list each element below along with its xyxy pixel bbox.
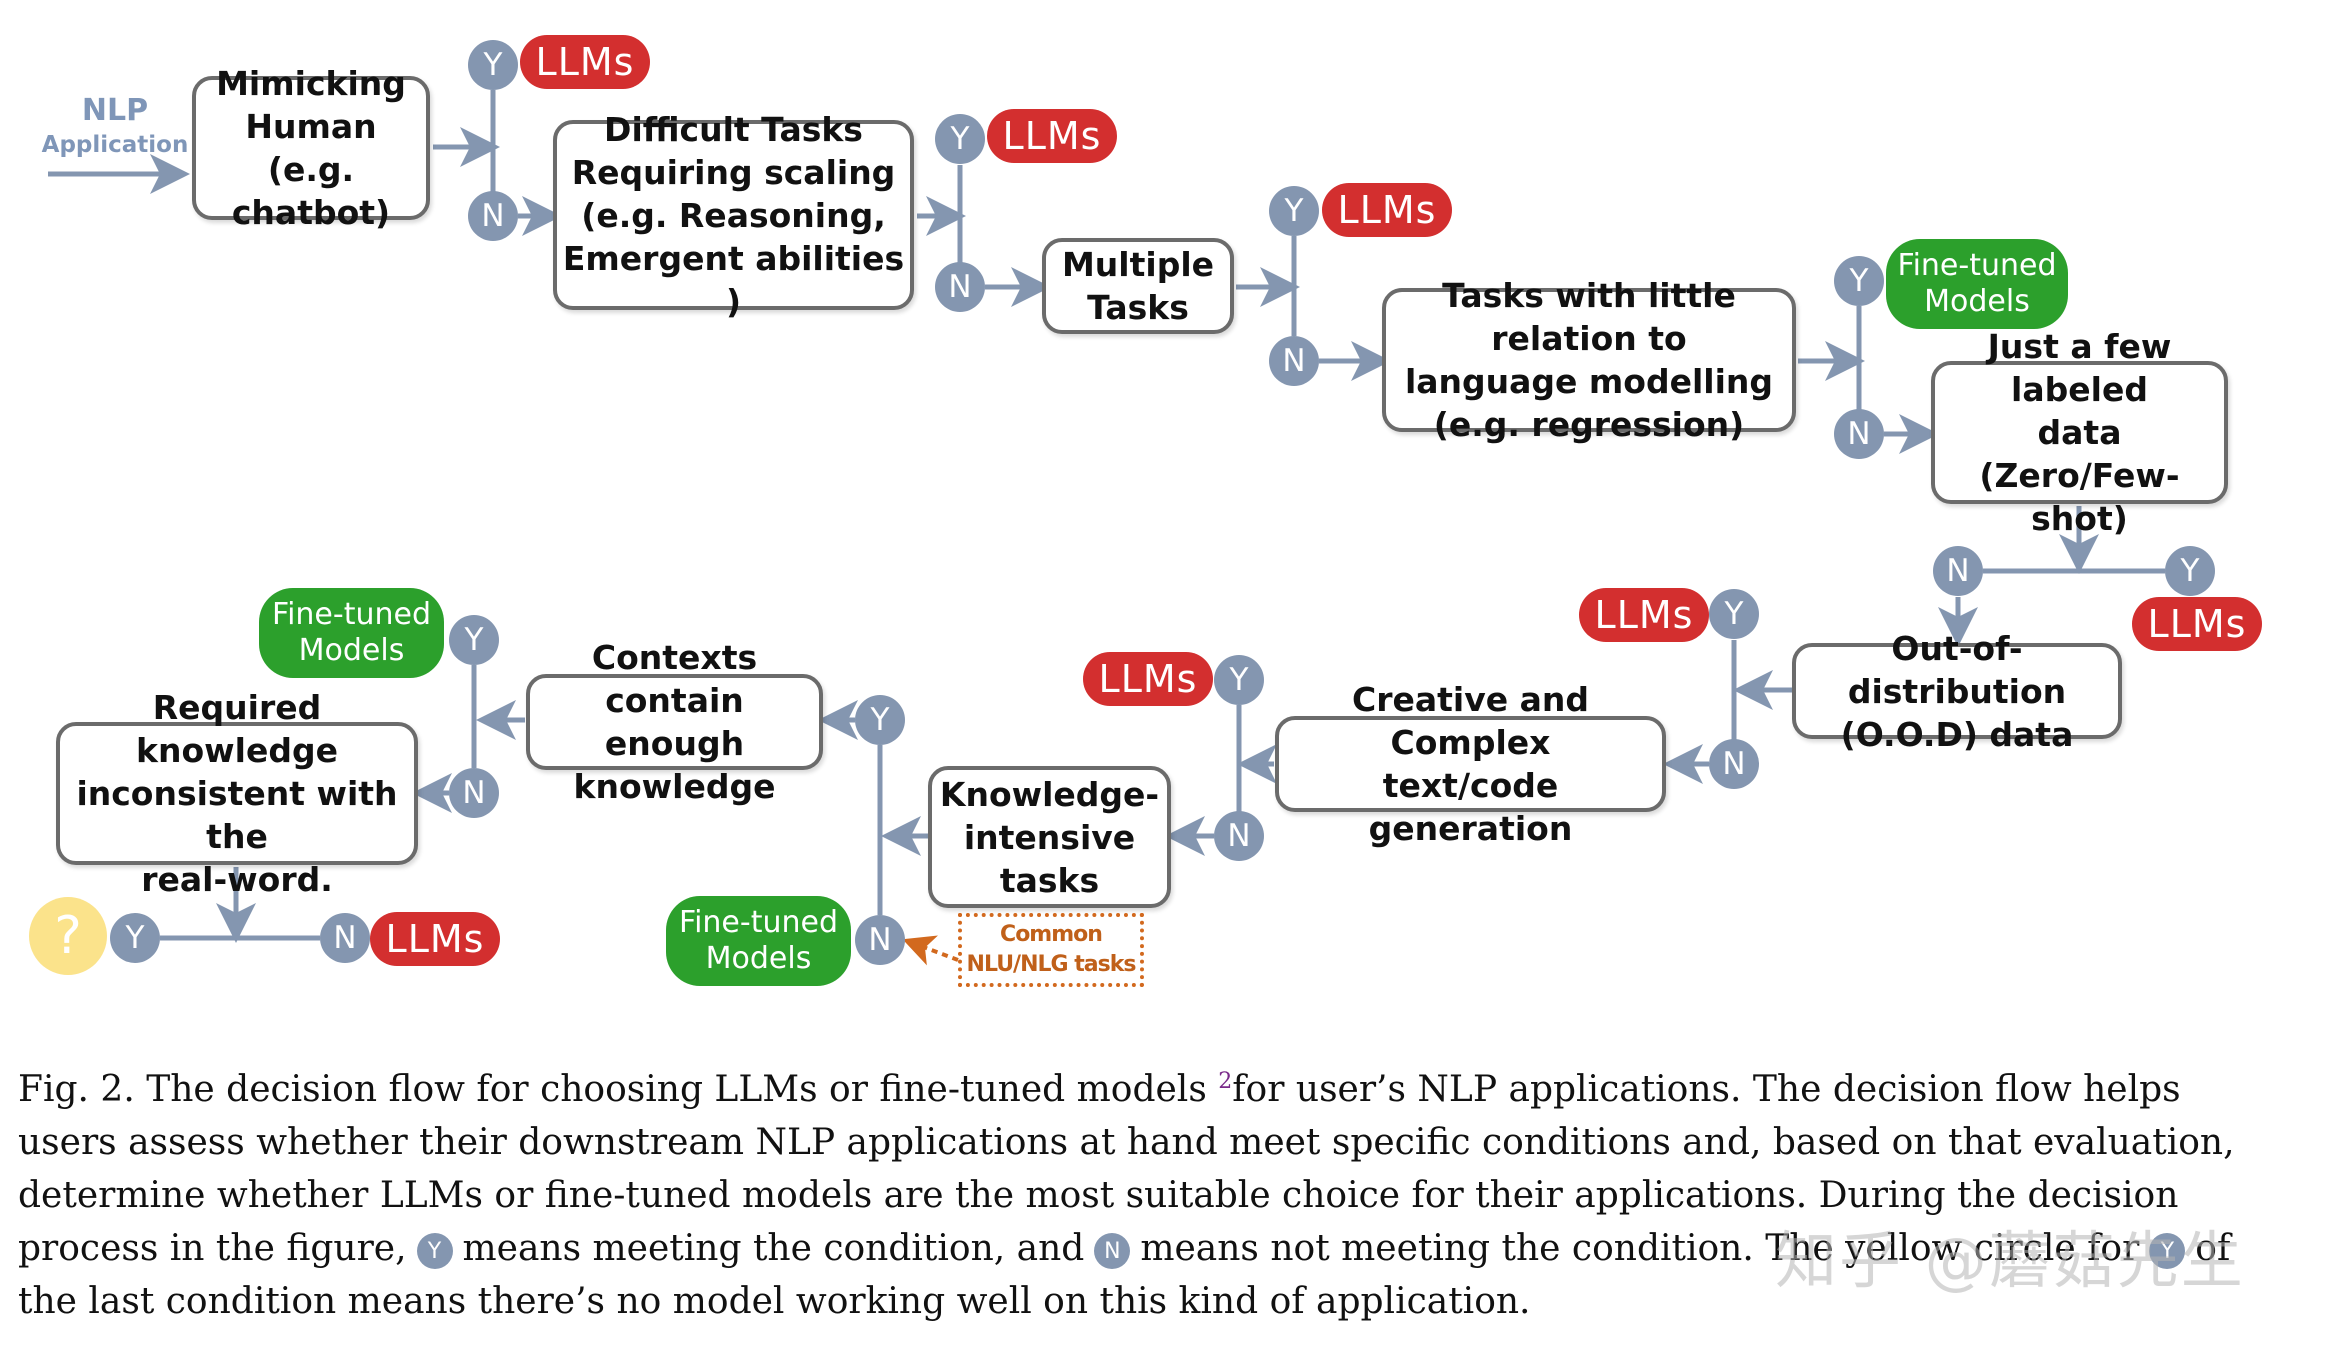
- no-node-2: N: [935, 262, 985, 312]
- box-little-relation: Tasks with little relation to language m…: [1382, 276, 1796, 444]
- box-contexts-knowledge: Contexts contain enough knowledge: [526, 638, 823, 806]
- connector-layer: [48, 90, 2165, 966]
- caption-footnote: 2: [1218, 1069, 1233, 1094]
- common-tasks-box: Common NLU/NLG tasks: [958, 913, 1144, 987]
- llms-badge-7: LLMs: [370, 912, 500, 966]
- llms-badge-4: LLMs: [2132, 597, 2262, 651]
- caption-part1: Fig. 2. The decision flow for choosing L…: [18, 1069, 1219, 1110]
- yes-node-10: Y: [110, 913, 160, 963]
- box-mimicking-human: Mimicking Human (e.g. chatbot): [192, 64, 430, 232]
- nlp-label-line2: Application: [41, 132, 189, 158]
- no-node-8: N: [855, 915, 905, 965]
- yes-node-1: Y: [468, 40, 518, 90]
- watermark: 知乎 @蘑菇先生: [1775, 1224, 2245, 1297]
- box-few-labeled: Just a few labeled data (Zero/Few- shot): [1931, 327, 2228, 538]
- box-difficult-tasks: Difficult Tasks Requiring scaling (e.g. …: [553, 110, 914, 321]
- no-node-6: N: [1709, 739, 1759, 789]
- llms-badge-5: LLMs: [1579, 588, 1709, 642]
- box-required-knowledge: Required knowledge inconsistent with the…: [56, 688, 418, 899]
- yes-node-8: Y: [855, 695, 905, 745]
- no-node-5: N: [1933, 546, 1983, 596]
- no-node-7: N: [1214, 811, 1264, 861]
- no-node-9: N: [449, 768, 499, 818]
- yes-node-9: Y: [449, 615, 499, 665]
- yes-node-4: Y: [1834, 256, 1884, 306]
- caption-part5: of the last condition means there’s no m…: [18, 1228, 2231, 1322]
- fine-tuned-badge-1: Fine-tuned Models: [1886, 239, 2068, 329]
- box-knowledge-intensive: Knowledge- intensive tasks: [928, 766, 1171, 908]
- nlp-application-label: NLP Application: [30, 92, 200, 160]
- no-node-3: N: [1269, 336, 1319, 386]
- fine-tuned-badge-2: Fine-tuned Models: [259, 588, 444, 678]
- yes-node-2: Y: [935, 114, 985, 164]
- yes-node-6: Y: [1709, 589, 1759, 639]
- caption-no-badge: N: [1094, 1233, 1131, 1269]
- llms-badge-1: LLMs: [520, 35, 650, 89]
- llms-badge-3: LLMs: [1322, 183, 1452, 237]
- box-multiple-tasks: Multiple Tasks: [1042, 238, 1234, 334]
- caption-part2: for user’s NLP applications. The decisio…: [18, 1069, 2235, 1269]
- nlp-label-line1: NLP: [81, 93, 149, 128]
- common-tasks-arrow: [902, 935, 959, 966]
- caption-yes-badge: Y: [416, 1233, 453, 1269]
- unknown-outcome-circle: ?: [29, 897, 107, 975]
- no-node-10: N: [320, 913, 370, 963]
- caption-part3: means meeting the condition, and: [462, 1228, 1085, 1269]
- caption-yes-badge-2: Y: [2149, 1233, 2186, 1269]
- box-out-of-distribution: Out-of-distribution (O.O.D) data: [1792, 629, 2122, 754]
- fine-tuned-badge-3: Fine-tuned Models: [666, 896, 851, 986]
- no-node-4: N: [1834, 409, 1884, 459]
- yes-node-5: Y: [2165, 546, 2215, 596]
- caption-part4: means not meeting the condition. The yel…: [1140, 1228, 2140, 1269]
- figure-caption: Fig. 2. The decision flow for choosing L…: [18, 1055, 2288, 1328]
- llms-badge-2: LLMs: [987, 109, 1117, 163]
- no-node-1: N: [468, 191, 518, 241]
- yes-node-7: Y: [1214, 655, 1264, 705]
- llms-badge-6: LLMs: [1083, 652, 1213, 706]
- yes-node-3: Y: [1269, 186, 1319, 236]
- box-creative-generation: Creative and Complex text/code generatio…: [1275, 680, 1666, 848]
